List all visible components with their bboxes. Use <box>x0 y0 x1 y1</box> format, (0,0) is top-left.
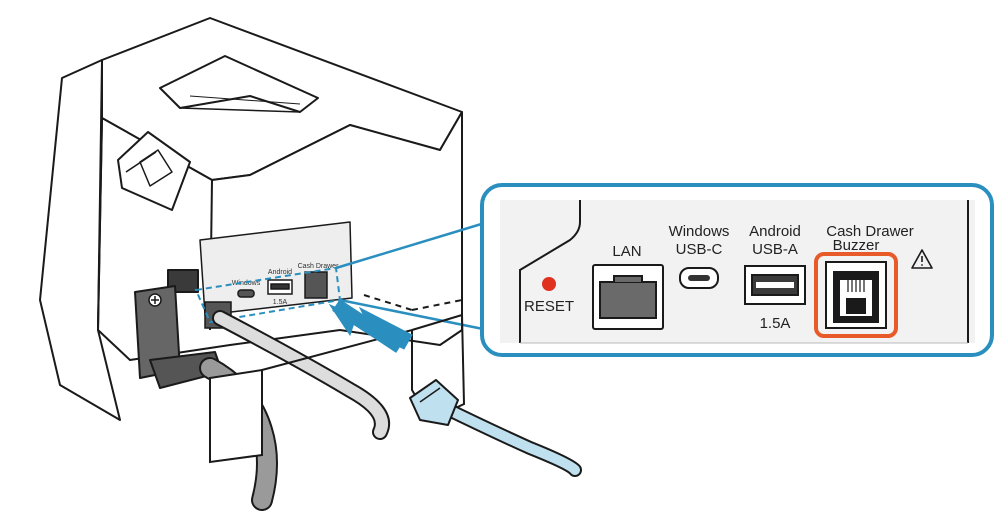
callout-leader-bottom <box>339 298 489 332</box>
windows-label: Windows <box>669 223 730 240</box>
cash-drawer-port <box>825 261 887 329</box>
callout-panel: RESET LAN Windows USB-C Android USB-A 1.… <box>480 183 994 357</box>
cash-drawer-cable <box>409 379 582 477</box>
cash-drawer-highlight <box>814 252 898 338</box>
usb-a-port <box>744 265 806 305</box>
buzzer-label: Buzzer <box>833 237 880 254</box>
lan-cable <box>212 310 390 440</box>
android-current-label: 1.5A <box>760 315 791 332</box>
rj-plug <box>409 379 459 426</box>
printer-label-cash-drawer: Cash Drawer <box>298 263 340 270</box>
usb-c-label: USB-C <box>676 241 723 258</box>
printer-usb-c-port <box>237 289 255 298</box>
reset-button[interactable] <box>542 277 556 291</box>
reset-label: RESET <box>524 298 574 315</box>
warning-icon <box>911 249 933 269</box>
printer-label-current: 1.5A <box>273 299 288 306</box>
cash-drawer-label: Cash Drawer <box>826 223 914 240</box>
printer <box>39 17 463 421</box>
callout-panel-face <box>500 200 975 343</box>
android-label: Android <box>749 223 801 240</box>
lan-label: LAN <box>612 243 641 260</box>
printer-label-android: Android <box>268 269 292 276</box>
usb-a-label: USB-A <box>752 241 798 258</box>
callout-leader-top <box>335 220 489 270</box>
lan-port <box>592 264 664 330</box>
printer-label-windows: Windows <box>232 280 261 287</box>
printer-cash-drawer-port <box>304 271 328 299</box>
